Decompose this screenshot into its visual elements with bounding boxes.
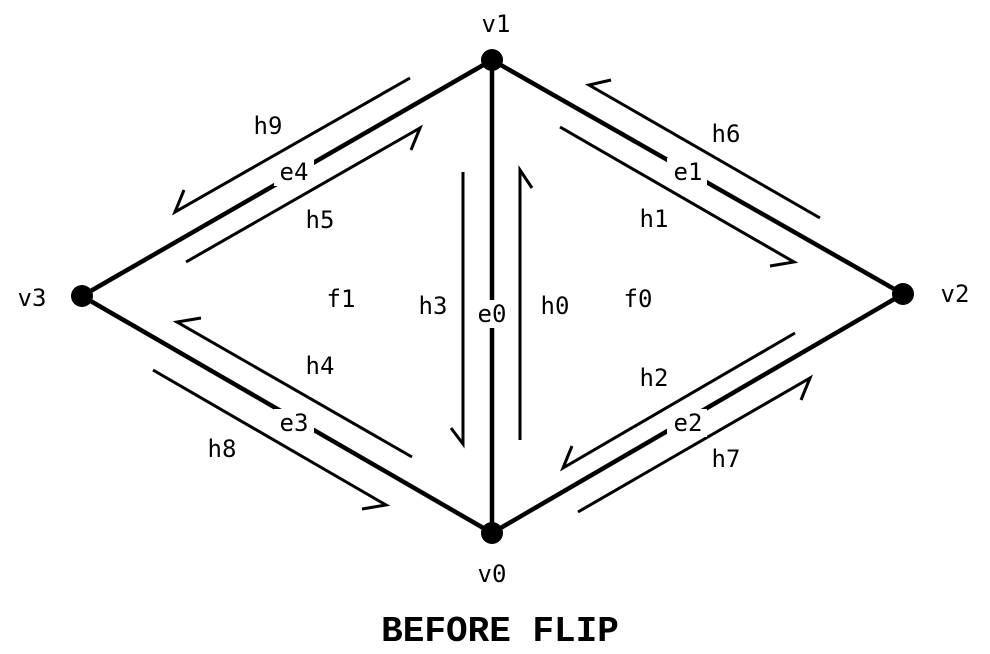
edge-label-e3: e3 bbox=[280, 409, 309, 437]
edge-label-bg-e2 bbox=[667, 409, 707, 437]
face-label-f1: f1 bbox=[327, 285, 356, 313]
diagram-caption: BEFORE FLIP bbox=[381, 611, 619, 652]
edge-label-bg-e4 bbox=[274, 158, 314, 186]
vertex-v0 bbox=[481, 522, 503, 544]
edge-label-bg-e0 bbox=[474, 300, 510, 328]
face-label-f0: f0 bbox=[624, 285, 653, 313]
edge-label-bg-e3 bbox=[274, 409, 314, 437]
halfedge-label-h3: h3 bbox=[419, 292, 448, 320]
edge-label-e1: e1 bbox=[674, 158, 703, 186]
vertex-v2 bbox=[892, 283, 914, 305]
vertex-label-v0: v0 bbox=[478, 560, 507, 588]
halfedge-label-h1: h1 bbox=[640, 205, 669, 233]
halfedge-h0-arrow bbox=[518, 165, 534, 440]
halfedge-h9-arrow bbox=[171, 76, 411, 216]
vertex-v1 bbox=[481, 49, 503, 71]
halfedge-label-h5: h5 bbox=[306, 206, 335, 234]
edge-label-e4: e4 bbox=[280, 158, 309, 186]
halfedge-label-h9: h9 bbox=[254, 112, 283, 140]
halfedge-h8-arrow bbox=[152, 368, 391, 511]
vertex-label-v1: v1 bbox=[482, 10, 511, 38]
vertex-v3 bbox=[71, 285, 93, 307]
halfedge-label-h0: h0 bbox=[541, 292, 570, 320]
halfedge-h3-arrow bbox=[449, 172, 465, 449]
halfedge-h6-arrow bbox=[584, 78, 821, 220]
halfedge-label-h6: h6 bbox=[712, 120, 741, 148]
halfedge-label-h4: h4 bbox=[306, 352, 335, 380]
halfedge-h4-arrow bbox=[172, 316, 413, 459]
edge-label-e2: e2 bbox=[674, 409, 703, 437]
edge-label-e0: e0 bbox=[478, 300, 507, 328]
halfedge-label-h7: h7 bbox=[712, 445, 741, 473]
halfedge-label-h8: h8 bbox=[208, 435, 237, 463]
halfedge-h5-arrow bbox=[185, 124, 424, 264]
halfedge-h1-arrow bbox=[559, 125, 799, 268]
halfedge-label-h2: h2 bbox=[640, 364, 669, 392]
halfedge-h2-arrow bbox=[559, 331, 796, 472]
edge-label-bg-e1 bbox=[667, 158, 707, 186]
halfedge-h7-arrow bbox=[577, 374, 814, 514]
vertex-label-v3: v3 bbox=[18, 284, 47, 312]
vertex-label-v2: v2 bbox=[941, 280, 970, 308]
